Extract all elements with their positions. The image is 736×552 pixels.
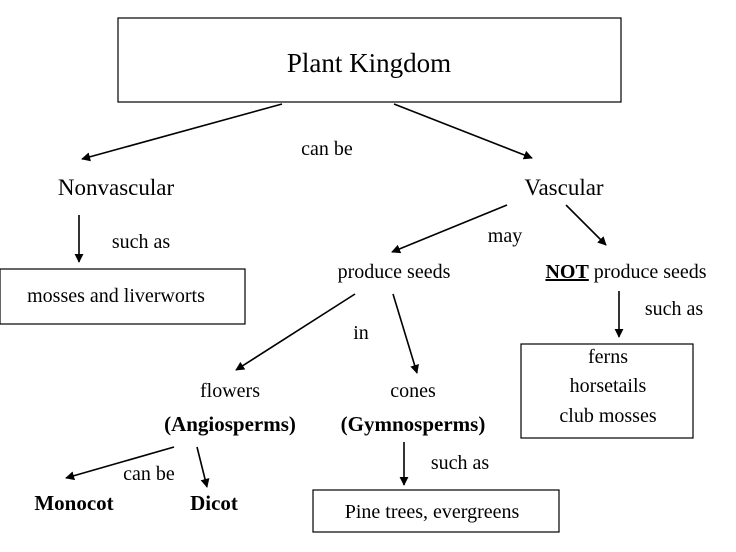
arrow-angiosperms-to-dicot (196, 446, 210, 488)
arrow-vascular-to-produce-seeds (391, 204, 508, 254)
node-produce-seeds: produce seeds (338, 261, 451, 283)
node-angiosperms: (Angiosperms) (164, 412, 296, 436)
node-cones: cones (390, 380, 436, 402)
example-horsetails: horsetails (570, 375, 647, 397)
link-label-can-be-angio: can be (123, 463, 175, 485)
node-mosses-liverworts: mosses and liverworts (27, 285, 205, 307)
node-pine-trees: Pine trees, evergreens (345, 501, 520, 523)
link-label-in: in (353, 322, 369, 344)
link-label-may: may (488, 225, 522, 247)
link-label-such-as-gymno: such as (431, 452, 490, 474)
arrow-vascular-to-not-produce-seeds (565, 204, 607, 246)
node-dicot: Dicot (190, 491, 238, 515)
not-produce-seeds-rest: produce seeds (589, 261, 707, 283)
node-flowers: flowers (200, 380, 260, 402)
mosses-box (0, 268, 246, 325)
link-label-such-as-not-seeds: such as (645, 298, 704, 320)
link-label-such-as-nonvascular: such as (112, 231, 171, 253)
title-box (117, 17, 622, 103)
arrow-angiosperms-to-monocot (65, 446, 175, 481)
example-ferns: ferns (588, 346, 628, 368)
example-club-mosses: club mosses (559, 405, 656, 427)
arrow-kingdom-to-vascular (393, 103, 533, 160)
node-gymnosperms: (Gymnosperms) (341, 412, 486, 436)
node-monocot: Monocot (34, 491, 113, 515)
arrow-seeds-to-flowers (235, 293, 356, 371)
arrow-seeds-to-cones (392, 293, 419, 374)
pine-trees-box (312, 489, 560, 533)
not-emphasis: NOT (545, 261, 589, 283)
diagram-title: Plant Kingdom (287, 48, 451, 78)
examples-box (520, 343, 694, 439)
arrow-kingdom-to-nonvascular (81, 103, 283, 162)
node-not-produce-seeds: NOT produce seeds (545, 261, 706, 283)
node-vascular: Vascular (524, 175, 604, 200)
node-nonvascular: Nonvascular (58, 175, 175, 200)
link-label-can-be: can be (301, 138, 353, 160)
